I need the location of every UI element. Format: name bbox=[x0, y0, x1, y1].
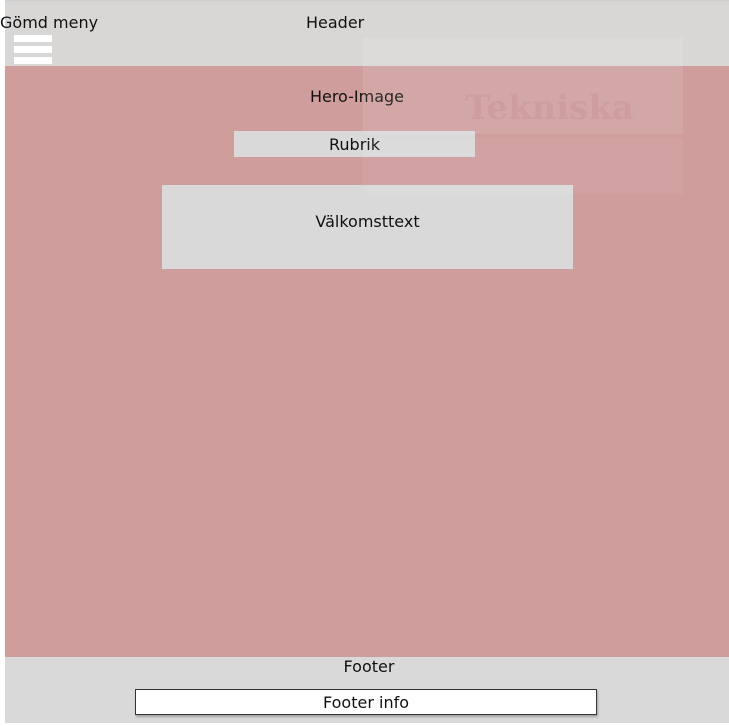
hamburger-menu-icon[interactable] bbox=[14, 35, 52, 66]
footer-info-box: Footer info bbox=[135, 689, 597, 715]
footer: Footer Footer info bbox=[5, 657, 729, 723]
footer-info-label: Footer info bbox=[323, 692, 409, 712]
welcome-text-label: Välkomsttext bbox=[315, 212, 420, 231]
hero-image-label: Hero-Image bbox=[309, 87, 405, 106]
footer-label: Footer bbox=[343, 657, 395, 676]
header: Gömd meny Header bbox=[0, 0, 729, 66]
header-label: Header bbox=[306, 13, 365, 32]
hamburger-bar bbox=[14, 46, 52, 53]
ghost-background-strip bbox=[363, 138, 683, 194]
hidden-menu-label: Gömd meny bbox=[0, 13, 99, 32]
hero-image: Hero-Image Rubrik Välkomsttext bbox=[5, 66, 729, 657]
heading-placeholder-label: Rubrik bbox=[329, 134, 380, 154]
hamburger-bar bbox=[14, 35, 52, 42]
ghost-background-image bbox=[363, 38, 683, 134]
heading-placeholder: Rubrik bbox=[234, 131, 475, 157]
hamburger-bar bbox=[14, 57, 52, 64]
welcome-text-placeholder: Välkomsttext bbox=[162, 185, 573, 269]
ghost-background-text: Tekniska bbox=[465, 88, 634, 128]
